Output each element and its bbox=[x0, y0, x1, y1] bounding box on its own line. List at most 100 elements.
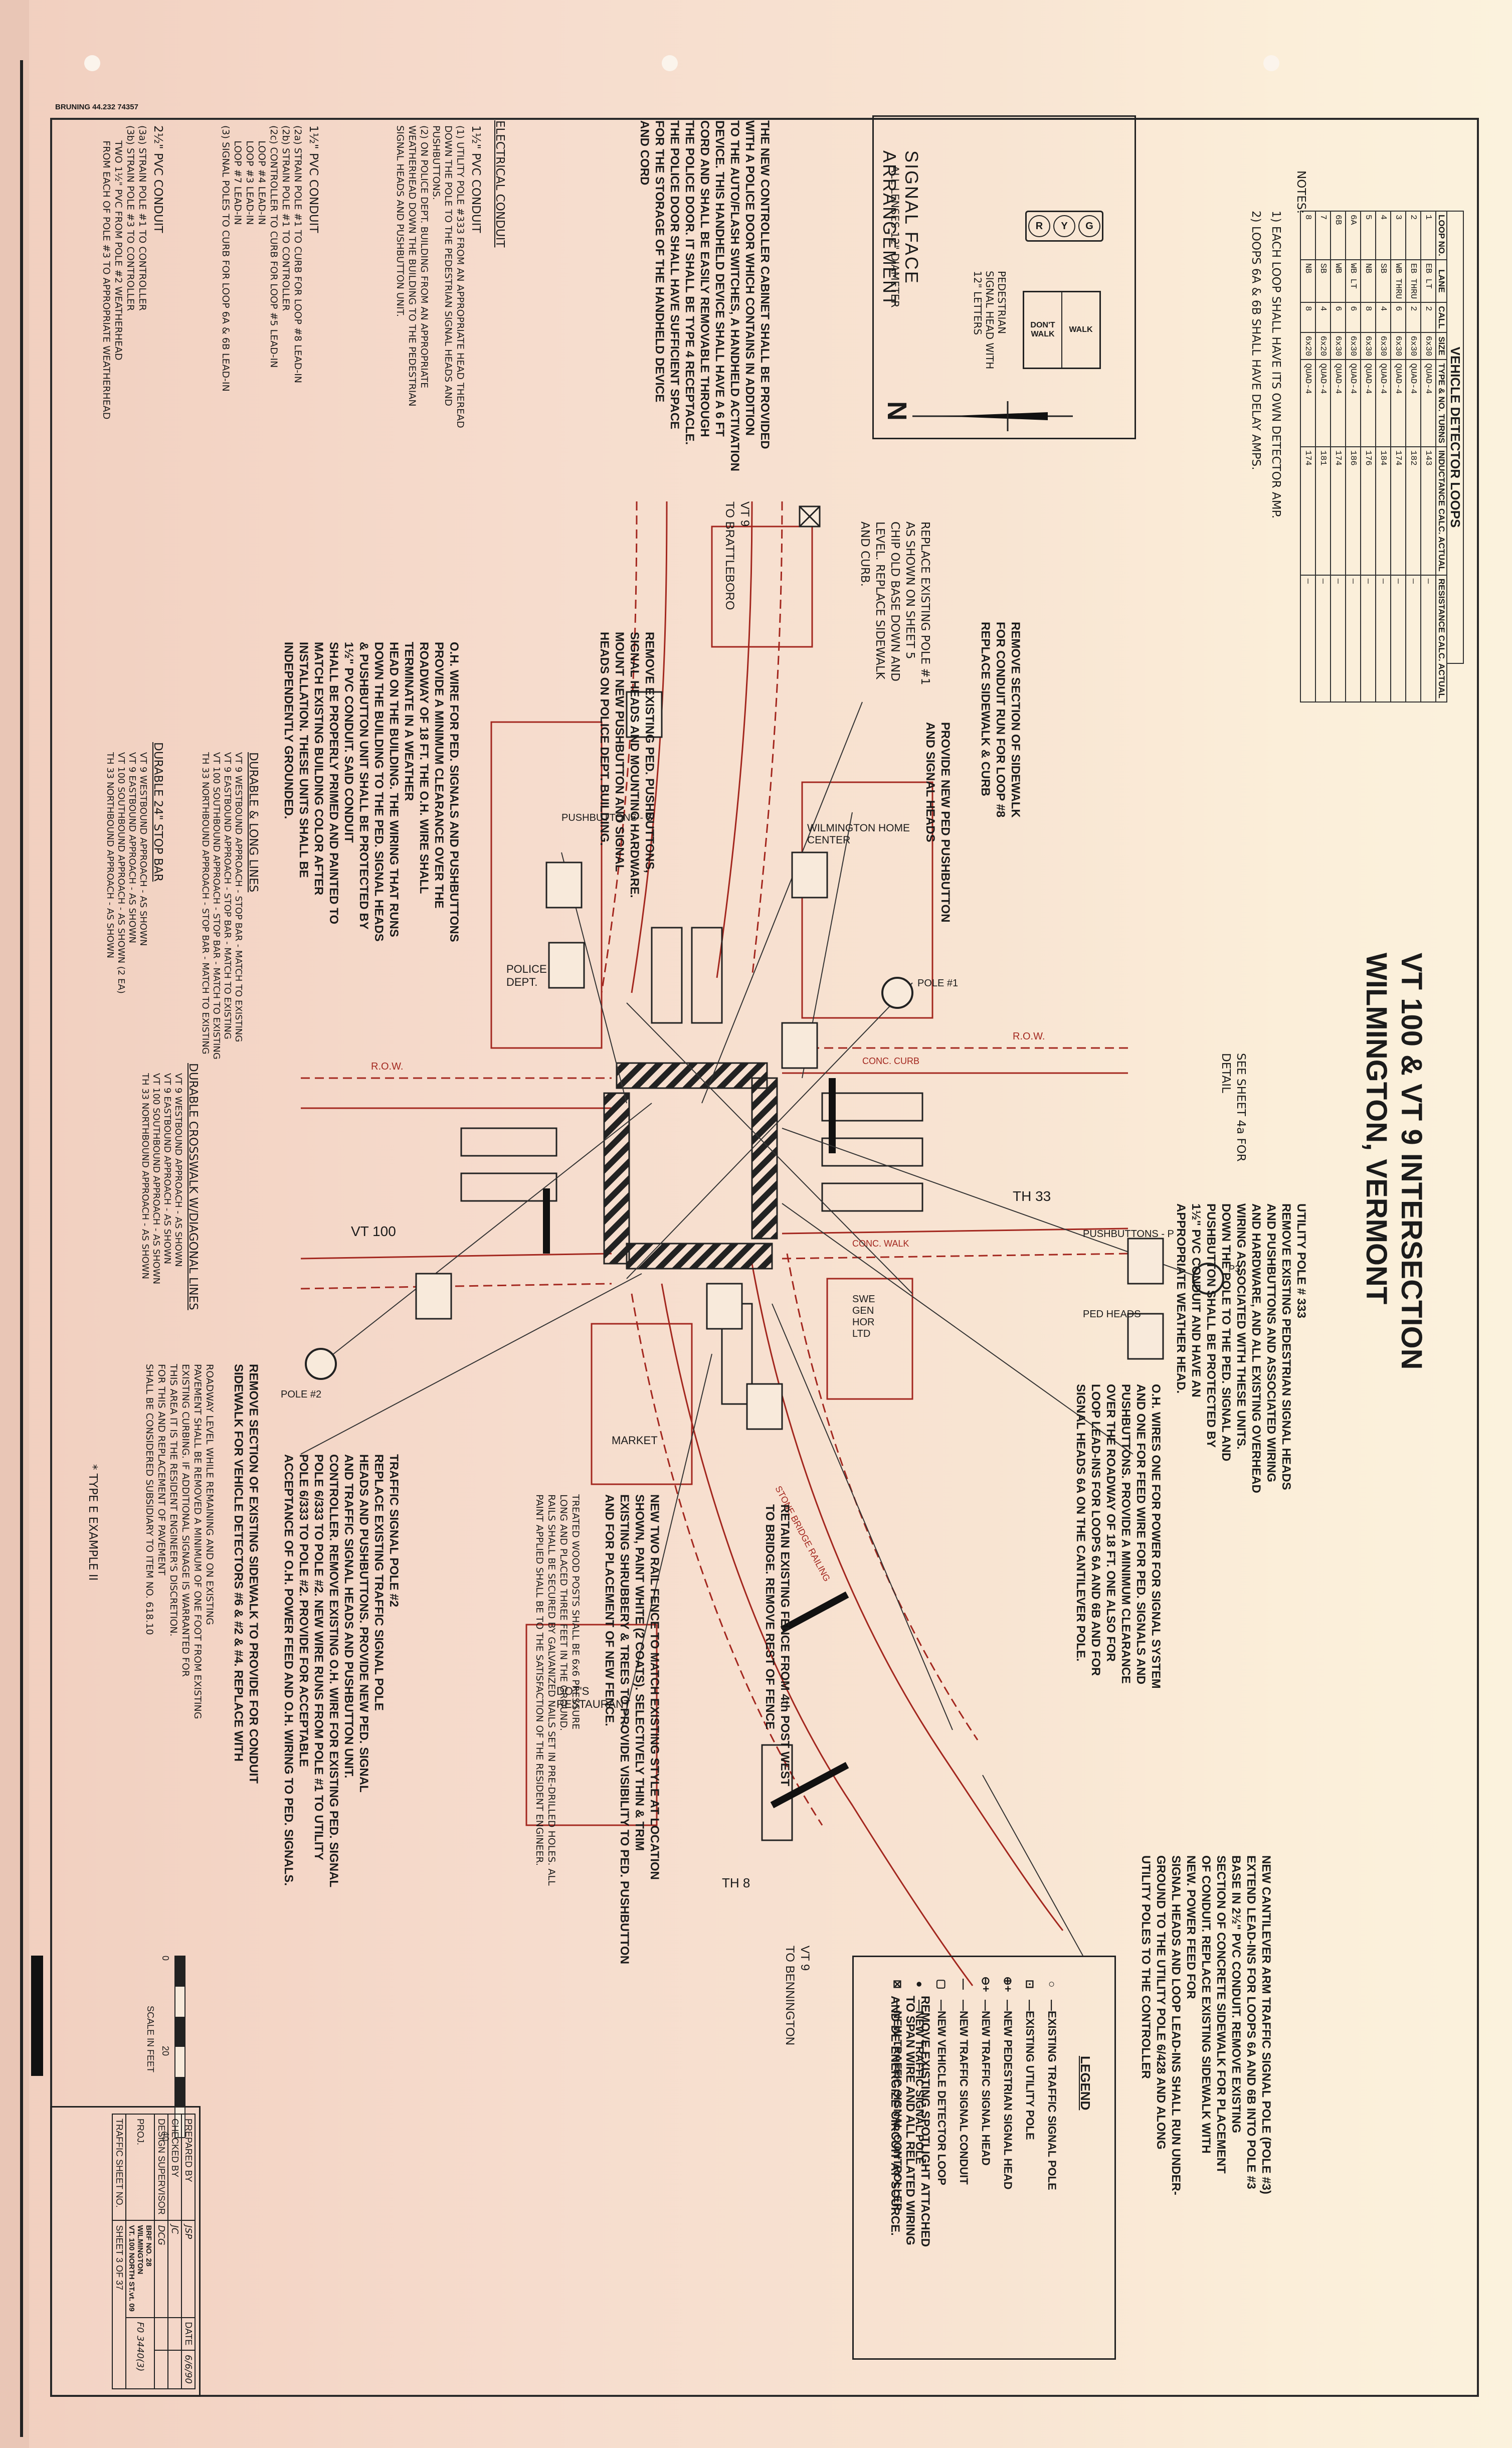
label-bank: SWE GEN HOR LTD bbox=[852, 1294, 875, 1339]
leader-line bbox=[782, 1203, 1133, 1455]
scale-20: 20 bbox=[160, 2046, 170, 2056]
legend-item: ⊕+ —NEW PEDESTRIAN SIGNAL HEAD bbox=[997, 1976, 1019, 2211]
building-bank bbox=[826, 1278, 913, 1400]
ped-signal-head bbox=[415, 1273, 452, 1320]
tb-proj-label: PROJ. bbox=[126, 2114, 154, 2221]
tb-design-label: DESIGN SUPERVISOR bbox=[154, 2114, 168, 2221]
poles bbox=[305, 505, 1224, 1380]
label-pushbuttons-s: PUSHBUTTONS - S bbox=[561, 812, 653, 823]
legend-symbol-icon: ⊕+ bbox=[1002, 1976, 1014, 1992]
label-row-west: R.O.W. bbox=[371, 1061, 404, 1072]
scale-label: SCALE IN FEET bbox=[145, 2006, 155, 2073]
span-wire bbox=[320, 1103, 652, 1364]
road-edge bbox=[782, 1228, 1128, 1235]
signal-pole-3 bbox=[1192, 1263, 1224, 1295]
legend-item: ⊡—EXISTING UTILITY POLE bbox=[1019, 1976, 1041, 2211]
row-line bbox=[631, 1293, 823, 1826]
stop-bar bbox=[780, 1591, 849, 1633]
legend-label: —NEW TRAFFIC SIGNAL CONTROLLER bbox=[891, 2000, 904, 2211]
green-lamp: G bbox=[1078, 215, 1100, 237]
label-conc-curb: CONC. CURB bbox=[862, 1056, 920, 1066]
red-lamp: R bbox=[1028, 215, 1050, 237]
legend-title: LEGEND bbox=[1078, 2056, 1093, 2111]
label-th33: TH 33 bbox=[1013, 1188, 1051, 1204]
legend-label: —NEW PEDESTRIAN SIGNAL HEAD bbox=[1002, 2000, 1014, 2190]
signal-heads bbox=[415, 691, 1164, 1430]
note-oh-two: O.H. WIRES ONE FOR POWER FOR SIGNAL SYST… bbox=[1074, 1384, 1163, 1689]
note-ped-new: PROVIDE NEW PED PUSHBUTTON AND SIGNAL HE… bbox=[923, 722, 952, 923]
binding-strip bbox=[0, 0, 29, 2448]
note-remove-ped: REMOVE EXISTING PED. PUSHBUTTONS, SIGNAL… bbox=[598, 632, 656, 898]
label-pole2: POLE #2 bbox=[281, 1389, 322, 1400]
detector-loop bbox=[691, 927, 723, 1024]
label-home-center: WILMINGTON HOME CENTER bbox=[807, 822, 910, 846]
walk-lamp: WALK bbox=[1069, 325, 1093, 334]
note-pole1: REPLACE EXISTING POLE #1 AS SHOWN ON SHE… bbox=[858, 521, 931, 685]
punch-hole bbox=[1263, 55, 1279, 71]
legend-symbol-icon: ● bbox=[913, 1981, 926, 1988]
building-dots-restaurant bbox=[525, 1624, 658, 1826]
note-signage: ROADWAY LEVEL WHILE REMAINING AND ON EXI… bbox=[144, 1364, 215, 1719]
ped-signal-head bbox=[545, 861, 583, 909]
tb-prepared: JSP bbox=[181, 2220, 195, 2318]
legend-item: ○—EXISTING TRAFFIC SIGNAL POLE bbox=[1041, 1976, 1063, 2211]
legend-symbol-icon: ⊡ bbox=[1024, 1979, 1036, 1989]
ped-signal-head bbox=[626, 691, 663, 738]
tb-design: DCG bbox=[154, 2220, 168, 2318]
note-fence-hand: TREATED WOOD POSTS SHALL BE 6x6 PRESSURE… bbox=[534, 1494, 581, 1886]
leader-line bbox=[300, 1273, 642, 1455]
road-edge bbox=[751, 1263, 1064, 1931]
detector-loop bbox=[460, 1172, 557, 1202]
label-pole3: P3 bbox=[1228, 1264, 1241, 1275]
row-line bbox=[300, 1283, 612, 1290]
label-row-east: R.O.W. bbox=[1013, 1031, 1045, 1042]
label-vt9-south: VT 9 TO BENNINGTON bbox=[783, 1946, 812, 2046]
legend-symbol-icon: ○ bbox=[1046, 1981, 1058, 1988]
punch-hole bbox=[662, 55, 678, 71]
punch-hole bbox=[84, 55, 100, 71]
building-market bbox=[591, 1323, 693, 1485]
label-conc-walk: CONC. WALK bbox=[852, 1239, 909, 1249]
legend-item: ——NEW TRAFFIC SIGNAL CONDUIT bbox=[953, 1976, 975, 2211]
crosswalk-south bbox=[626, 1243, 773, 1270]
tb-date: 6/6/90 bbox=[181, 2350, 195, 2389]
legend-list: ○—EXISTING TRAFFIC SIGNAL POLE⊡—EXISTING… bbox=[886, 1976, 1063, 2211]
stop-bar bbox=[770, 1762, 849, 1809]
ped-signal-head bbox=[548, 942, 585, 989]
note-type-ii: * TYPE E EXAMPLE II bbox=[86, 1464, 99, 1581]
detector-loop bbox=[821, 1092, 923, 1122]
title-block bbox=[50, 2106, 201, 2397]
tb-sheet-label: TRAFFIC SHEET NO. bbox=[112, 2114, 126, 2221]
tb-sheet: SHEET 3 OF 37 bbox=[112, 2220, 126, 2389]
note-pole2: TRAFFIC SIGNAL POLE #2 REPLACE EXISTING … bbox=[282, 1454, 401, 1888]
road-edge bbox=[716, 501, 753, 978]
north-arrow bbox=[912, 401, 1073, 431]
building-north bbox=[711, 526, 813, 648]
yellow-lamp: Y bbox=[1053, 215, 1075, 237]
legend-label: —NEW TRAFFIC SIGNAL HEAD bbox=[980, 2000, 992, 2166]
detector-loop bbox=[821, 1137, 923, 1167]
crosswalk-north bbox=[616, 1062, 768, 1089]
ped-signal-head bbox=[1127, 1238, 1164, 1285]
paper-note: BRUNING 44.232 74357 bbox=[55, 103, 138, 111]
note-oh-wire: O.H. WIRE FOR PED. SIGNALS AND PUSHBUTTO… bbox=[282, 642, 461, 942]
tb-prepared-label: PREPARED BY bbox=[181, 2114, 195, 2221]
note-utility-333: UTILITY POLE # 333 REMOVE EXISTING PEDES… bbox=[1174, 1203, 1308, 1493]
building-home-center bbox=[801, 781, 933, 1019]
legend-symbol-icon: — bbox=[958, 1979, 970, 1990]
ped-head-face: DON'T WALK WALK bbox=[1023, 291, 1101, 369]
label-pole1: POLE #1 bbox=[917, 978, 959, 989]
note-sidewalk-detectors: REMOVE SECTION OF EXISTING SIDEWALK TO P… bbox=[232, 1364, 260, 1784]
legend-symbol-icon: ⊠ bbox=[891, 1979, 904, 1989]
ped-signal-head bbox=[706, 1283, 743, 1330]
leader-line bbox=[621, 1353, 712, 1730]
row-line bbox=[782, 1253, 1128, 1260]
tb-checked: JC bbox=[168, 2220, 181, 2318]
note-see-sheet: SEE SHEET 4a FOR DETAIL bbox=[1219, 1053, 1247, 1162]
legend-label: —NEW VEHICLE DETECTOR LOOP bbox=[935, 2000, 948, 2185]
binding-edge bbox=[20, 60, 23, 2437]
signal-lamp-housing: R Y G bbox=[1025, 211, 1103, 242]
crosswalk-west bbox=[603, 1092, 630, 1265]
